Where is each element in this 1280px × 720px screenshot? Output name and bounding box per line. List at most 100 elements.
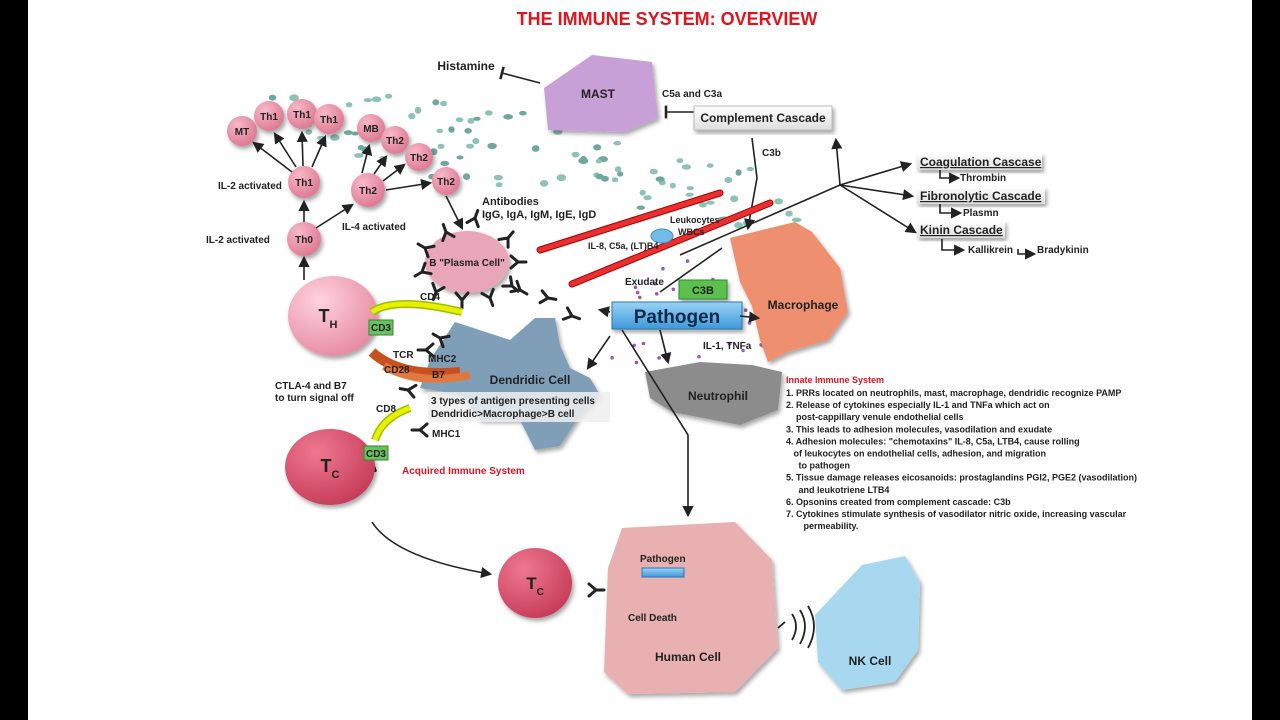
complement-particle (519, 110, 527, 116)
complement-particle (487, 142, 497, 150)
endothelial-streak-1b (537, 190, 723, 253)
leukocytes-label: Leukocytes (670, 215, 720, 225)
complement-particle (706, 163, 714, 168)
cascade-to-coagulation (839, 161, 913, 186)
th1-cell-b (287, 99, 317, 129)
wbcs-label: WBCs (678, 227, 705, 237)
innate-line: of leukocytes on endothelial cells, adhe… (786, 449, 1046, 459)
cd3-box-bottom (363, 445, 389, 461)
th2-cell-c (432, 167, 460, 195)
cascade-to-kinin (839, 184, 917, 234)
th0-cell (287, 222, 321, 256)
cascade-to-complement (831, 137, 843, 186)
complement-particle (456, 155, 464, 160)
ctla4-line-2: to turn signal off (275, 393, 355, 404)
th1-label-c: Th1 (320, 115, 338, 126)
th1-label-b: Th1 (293, 110, 311, 121)
th2-label-b: Th2 (410, 153, 428, 164)
tc-main-label: TC (321, 456, 340, 481)
human-cell (604, 522, 778, 694)
complement-particle (432, 99, 440, 106)
pathogen-bcell-arrow (597, 306, 611, 318)
pathogen-dendritic-arrow (586, 335, 611, 370)
antibody-icon (413, 261, 433, 278)
complement-particle (268, 94, 277, 101)
exudate-particle (654, 292, 659, 296)
antibody-icon (416, 242, 436, 259)
complement-cascade-label: Complement Cascade (700, 111, 826, 125)
bradykinin-label: Bradykinin (1037, 245, 1089, 256)
cascade-to-fibronolytic (839, 184, 915, 201)
coagulation-box (917, 153, 1042, 170)
pathogen-small-label: Pathogen (640, 554, 686, 565)
th2-label-a: Th2 (386, 136, 404, 147)
cell-death-label: Cell Death (628, 613, 677, 624)
cd28-label: CD28 (384, 365, 410, 376)
complement-cascade-box (693, 105, 833, 131)
antibody-icon (431, 332, 451, 349)
tc-to-tc-arrow (371, 521, 493, 579)
complement-particle (408, 112, 416, 120)
exudate-particle (634, 360, 639, 365)
exudate-particle (632, 343, 636, 348)
plasmn-label: Plasmn (963, 208, 999, 219)
complement-particle (289, 94, 299, 102)
complement-particle (595, 173, 604, 180)
histamine-label: Histamine (437, 59, 495, 73)
exudate-particle (653, 281, 657, 286)
complement-particle (467, 118, 475, 124)
mt-label: MT (235, 127, 249, 138)
innate-notes: 1. PRRs located on neutrophils, mast, ma… (786, 388, 1137, 531)
acquired-label: Acquired Immune System (402, 466, 525, 477)
kallikrein-label: Kallikrein (968, 245, 1013, 256)
innate-line: and leukotriene LTB4 (786, 485, 889, 495)
complement-particle (681, 164, 692, 170)
complement-particle (699, 202, 707, 208)
macrophage-cell (730, 222, 848, 362)
complement-particle (636, 205, 645, 210)
th1-label-a: Th1 (260, 112, 278, 123)
cd4-band-highlight (370, 301, 463, 315)
pathogen-neutrophil-arrow (659, 329, 672, 365)
antibody-icon (538, 289, 558, 305)
nk-cell (815, 556, 920, 690)
antibody-icon (441, 222, 456, 243)
complement-particle (473, 116, 481, 121)
complement-particle (493, 174, 503, 181)
cd3-label-bottom: CD3 (366, 449, 386, 460)
complement-particle (495, 182, 503, 188)
neutrophil-cell (645, 362, 782, 425)
antibody-icon (454, 291, 470, 310)
complement-particle (466, 143, 475, 149)
exudate-particle (638, 295, 642, 300)
c3b-box (678, 279, 728, 300)
cd8-label: CD8 (376, 404, 396, 415)
macrophage-label: Macrophage (768, 298, 839, 312)
complement-particle (655, 176, 665, 182)
il8-label: IL-8, C5a, (LT)B4 (588, 241, 658, 251)
mhc2-label: MHC2 (428, 354, 457, 365)
th2-label-c: Th2 (437, 177, 455, 188)
il1-tnfa-label: IL-1, TNFa (703, 341, 752, 352)
kinin-label: Kinin Cascade (920, 223, 1003, 237)
exudate-particle (685, 259, 690, 263)
th2-cell-b (405, 143, 433, 171)
pathogen-box[interactable] (611, 301, 743, 330)
complement-particle (440, 160, 450, 167)
il2-activated-label-1: IL-2 activated (218, 181, 282, 192)
endothelial-streak-2b (569, 200, 773, 287)
mast-cell (544, 55, 658, 132)
innate-line: 2. Release of cytokines especially IL-1 … (786, 400, 1050, 410)
b7-band (382, 362, 471, 383)
th1-cell-a (254, 101, 284, 131)
complement-particle (734, 222, 743, 229)
complement-particle (593, 144, 602, 151)
c3b-box-label: C3B (692, 285, 714, 297)
antibody-icon (497, 230, 515, 249)
complement-particle (746, 166, 754, 172)
diagram-title: THE IMMUNE SYSTEM: OVERVIEW (517, 9, 818, 29)
innate-line: post-cappillary venule endothelial cells (786, 412, 964, 422)
complement-particle (464, 128, 472, 134)
bradykinin-arrow (1017, 248, 1037, 260)
b7-label: B7 (432, 370, 445, 381)
